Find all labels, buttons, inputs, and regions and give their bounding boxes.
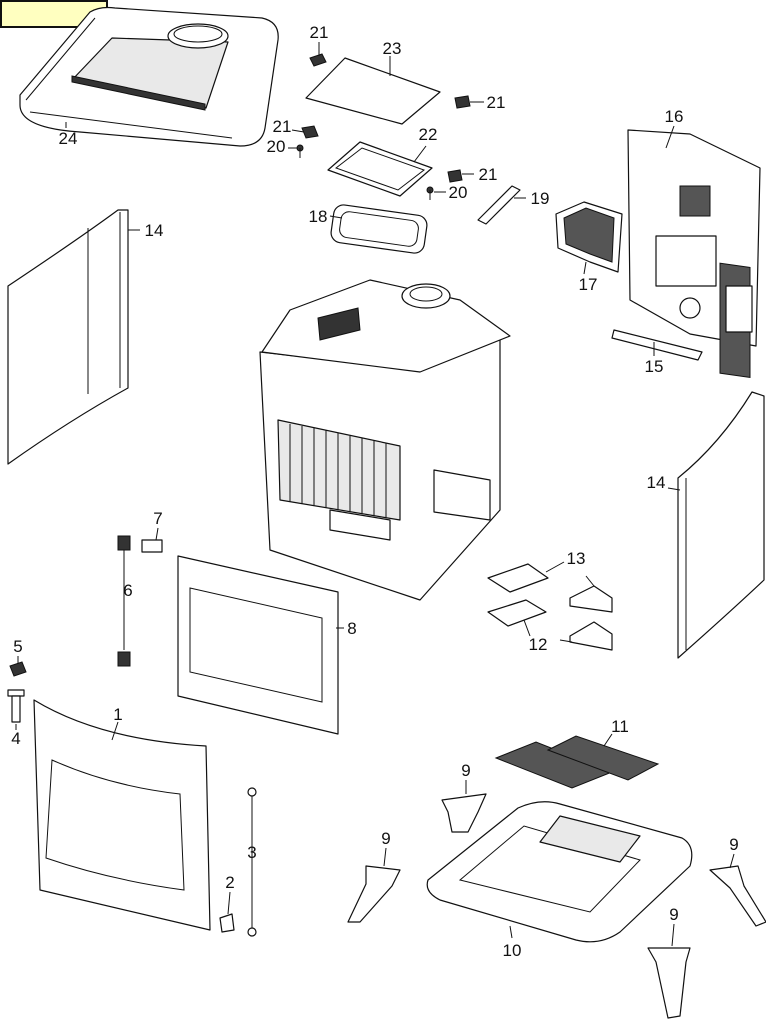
part-18-gasket <box>330 204 428 254</box>
callout-15: 15 <box>645 357 664 376</box>
callout-11: 11 <box>611 717 629 736</box>
part-8-glass-door <box>177 555 339 735</box>
callout-21-c: 21 <box>273 117 292 136</box>
callout-9-d: 9 <box>669 905 678 924</box>
callout-9-b: 9 <box>381 829 390 848</box>
part-23-lid-plate <box>305 57 441 125</box>
part-3-rod <box>247 787 257 937</box>
callout-20-a: 20 <box>267 137 286 156</box>
callout-4: 4 <box>11 729 20 748</box>
part-12-baffle-plates <box>487 599 613 651</box>
callout-19: 19 <box>531 189 550 208</box>
callout-24: 24 <box>59 129 78 148</box>
leader-lines <box>15 42 735 947</box>
callout-2: 2 <box>225 873 234 892</box>
part-4-latch <box>7 689 25 723</box>
callout-14-a: 14 <box>145 221 164 240</box>
part-15-rail <box>611 329 703 361</box>
callout-10: 10 <box>503 941 522 960</box>
part-9-legs <box>347 793 766 1019</box>
callout-7: 7 <box>153 509 162 528</box>
callout-21-a: 21 <box>310 23 329 42</box>
part-22-tray <box>327 141 433 197</box>
callout-14-b: 14 <box>647 473 666 492</box>
callout-18: 18 <box>309 207 328 226</box>
callout-12: 12 <box>529 635 548 654</box>
stove-body <box>259 279 511 601</box>
part-21-clips <box>301 53 471 183</box>
part-14-side-panel-right <box>677 391 765 659</box>
part-6-hinge-rod <box>117 535 131 667</box>
callout-22: 22 <box>419 125 438 144</box>
part-1-front-frame <box>33 699 211 931</box>
callout-9-c: 9 <box>729 835 738 854</box>
part-13-baffle-plates <box>487 563 613 613</box>
callout-3: 3 <box>247 843 256 862</box>
callout-23: 23 <box>383 39 402 58</box>
callout-21-d: 21 <box>479 165 498 184</box>
callout-20-b: 20 <box>449 183 468 202</box>
callout-6: 6 <box>123 581 132 600</box>
part-11-grilles <box>494 735 660 789</box>
callout-17: 17 <box>579 275 598 294</box>
part-19-bracket <box>477 185 521 225</box>
callout-13: 13 <box>567 549 586 568</box>
part-2-clip <box>219 913 235 933</box>
part-14-side-panel-left <box>7 209 129 465</box>
callout-8: 8 <box>347 619 356 638</box>
part-7-hinge-bracket <box>141 539 163 553</box>
callout-16: 16 <box>665 107 684 126</box>
callout-1: 1 <box>113 705 122 724</box>
callout-9-a: 9 <box>461 761 470 780</box>
part-16-back-panel <box>627 129 761 378</box>
part-17-grille-panel <box>555 201 623 273</box>
part-5-fastener <box>9 661 27 677</box>
part-24-top-plate <box>19 6 279 147</box>
callout-21-b: 21 <box>487 93 506 112</box>
part-10-base-plate <box>426 801 693 943</box>
callout-5: 5 <box>13 637 22 656</box>
callout-labels: 1 2 3 4 5 6 7 8 9 9 9 9 10 11 12 13 14 1… <box>11 23 738 960</box>
